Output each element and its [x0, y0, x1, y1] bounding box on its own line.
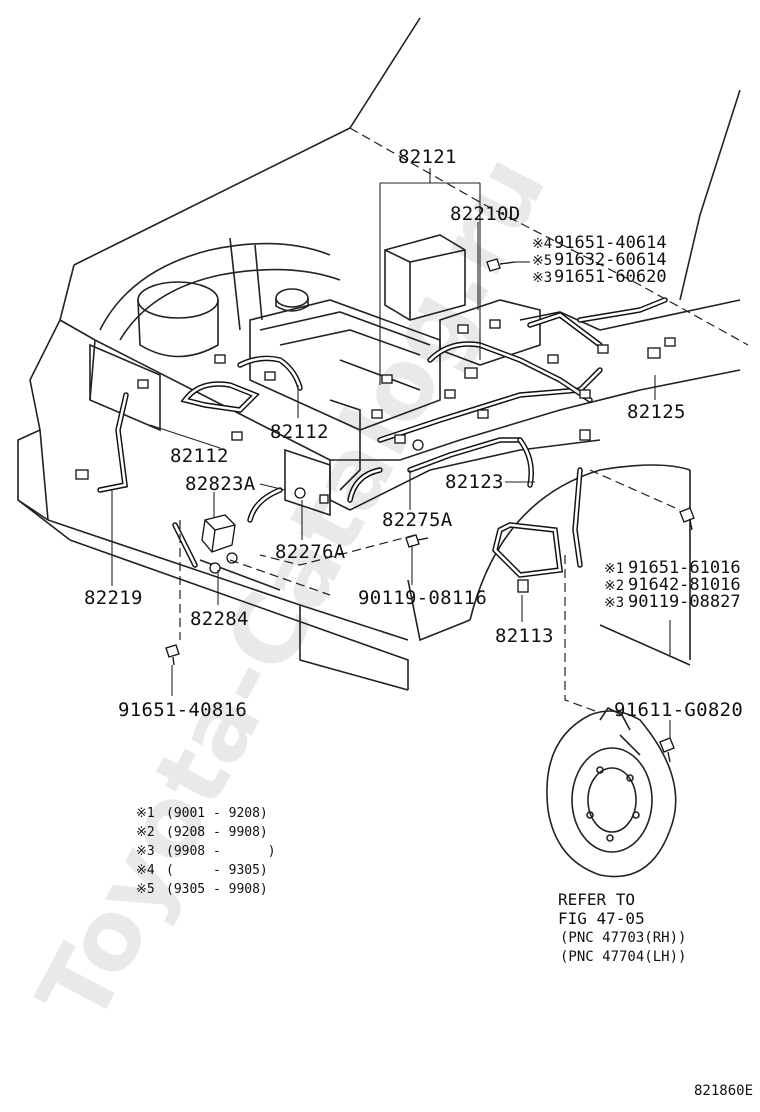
hood-outline	[59, 17, 749, 346]
bolt-group-right: ※1 91651-61016 ※2 91642-81016 ※3 90119-0…	[604, 558, 741, 612]
bolt-group-top: ※4 91651-40614 ※5 91632-60614 ※3 91651-6…	[532, 233, 667, 287]
wire-harness	[97, 297, 668, 578]
bolt-icon-bottom-left	[165, 644, 180, 666]
part-91611-G0820: 91611-G0820	[614, 699, 743, 721]
refer-line-2: FIG 47-05	[558, 909, 645, 928]
part-82121: 82121	[398, 146, 457, 168]
leader-lines	[111, 168, 691, 738]
bolt-right-part-3: 90119-08827	[628, 592, 741, 612]
bolt-top-part-1: 91651-40614	[554, 233, 667, 253]
bolt-right-mark-3: ※3	[604, 595, 624, 611]
note-range-5: (9305 - 9908)	[166, 882, 268, 897]
connectors	[75, 319, 676, 593]
note-range-3: (9908 - )	[166, 844, 276, 859]
body-shell	[17, 299, 741, 691]
note-mark-5: ※5	[136, 882, 155, 897]
refer-line-4: (PNC 47704(LH))	[560, 949, 686, 965]
note-mark-3: ※3	[136, 844, 155, 859]
bolt-icon-right	[679, 507, 695, 531]
part-82823A: 82823A	[185, 473, 256, 495]
bolt-top-mark-1: ※4	[532, 236, 552, 252]
part-82276A: 82276A	[275, 541, 346, 563]
bolt-right-part-1: 91651-61016	[628, 558, 741, 578]
part-82210D: 82210D	[450, 203, 520, 225]
part-82113: 82113	[495, 625, 554, 647]
part-82219: 82219	[84, 587, 143, 609]
bolt-icon-backing-plate	[659, 737, 675, 763]
part-82125: 82125	[627, 401, 686, 423]
bolt-icon-top	[486, 258, 516, 272]
bolt-right-mark-2: ※2	[604, 578, 624, 594]
bolt-right-part-2: 91642-81016	[628, 575, 741, 595]
bolt-top-part-2: 91632-60614	[554, 250, 667, 270]
part-91651-40816: 91651-40816	[118, 699, 247, 721]
note-range-2: (9208 - 9908)	[166, 825, 268, 840]
refer-line-1: REFER TO	[558, 890, 635, 909]
notes-legend: ※1 (9001 - 9208) ※2 (9208 - 9908) ※3 (99…	[136, 806, 276, 897]
part-82112-right: 82112	[270, 421, 329, 443]
note-mark-4: ※4	[136, 863, 155, 878]
note-mark-1: ※1	[136, 806, 155, 821]
part-82123: 82123	[445, 471, 504, 493]
note-range-1: (9001 - 9208)	[166, 806, 268, 821]
bolt-icons	[165, 258, 695, 763]
part-82112-left: 82112	[170, 445, 229, 467]
part-90119-08116: 90119-08116	[358, 587, 487, 609]
refer-line-3: (PNC 47703(RH))	[560, 930, 686, 946]
diagram-code: 821860E	[694, 1083, 753, 1099]
bolt-top-mark-2: ※5	[532, 253, 552, 269]
part-82284: 82284	[190, 608, 249, 630]
part-labels: 82121 82210D 82125 82112 82112 82823A 82…	[84, 146, 743, 721]
note-range-4: ( - 9305)	[166, 863, 268, 878]
bolt-top-mark-3: ※3	[532, 270, 552, 286]
part-82275A: 82275A	[382, 509, 453, 531]
bolt-right-mark-1: ※1	[604, 561, 624, 577]
refer-block: REFER TO FIG 47-05 (PNC 47703(RH)) (PNC …	[558, 890, 686, 965]
brake-backing-plate	[546, 706, 677, 878]
note-mark-2: ※2	[136, 825, 155, 840]
bolt-top-part-3: 91651-60620	[554, 267, 667, 287]
